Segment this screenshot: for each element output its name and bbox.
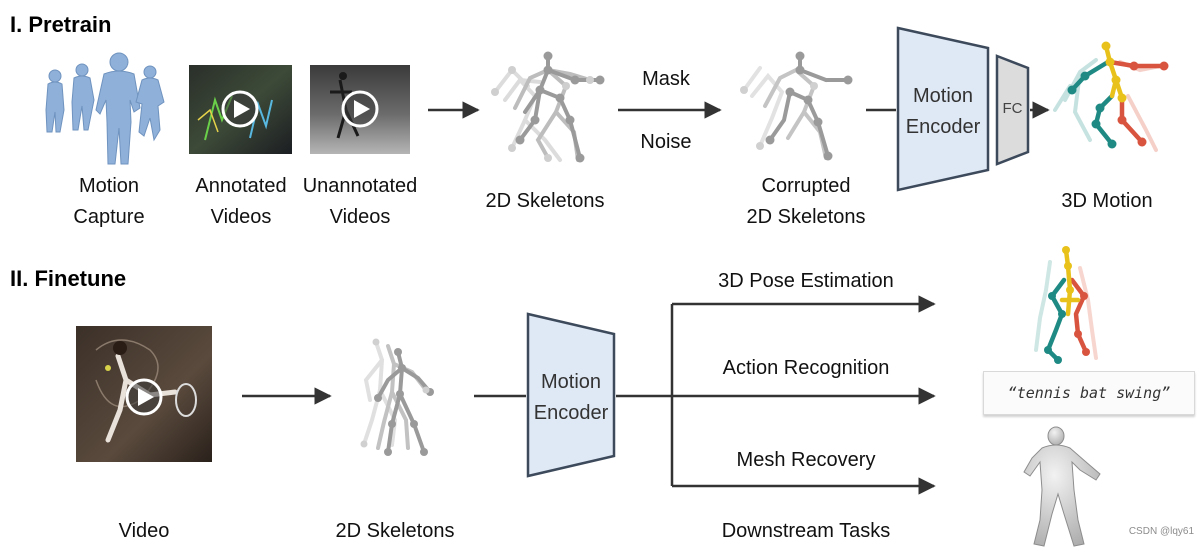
motion-encoder-pretrain [896,26,990,192]
downstream-tasks-label: Downstream Tasks [721,520,891,542]
finetune-title: II. Finetune [10,266,127,291]
noise-label: Noise [640,131,692,153]
unannotated-video-thumbnail[interactable] [310,65,410,154]
source-label-line2: Videos [329,206,391,228]
skeletons-label-pretrain: 2D Skeletons [485,190,605,212]
source-label-line1: Motion [78,175,140,197]
action-recognition-output: “tennis bat swing” [983,371,1195,415]
source-label-motion-capture: Motion Capture [54,171,164,233]
mocap-figures [45,52,165,165]
skeleton-3d-motion [1053,41,1169,152]
encoder-label-line2: Encoder [533,402,609,424]
corrupted-skeletons-label: Corrupted 2D Skeletons [728,171,884,233]
motion-encoder-finetune [526,312,616,478]
corrupted-label-line1: Corrupted [761,175,851,197]
task-label-3d-pose-estimation: 3D Pose Estimation [718,270,894,292]
play-icon[interactable] [221,90,259,128]
source-label-unannotated-videos: Unannotated Videos [298,171,422,233]
video-label: Video [118,520,170,542]
skeleton-2d-corrupted [740,51,853,161]
skeleton-3d-pose [1034,246,1098,364]
encoder-label-finetune: Motion Encoder [528,367,614,429]
task-label-mesh-recovery: Mesh Recovery [736,449,876,471]
fc-layer [995,54,1030,166]
encoder-label-line1: Motion [912,85,974,107]
human-mesh [1023,426,1101,547]
encoder-label-line1: Motion [540,371,602,393]
task-branches [616,295,936,495]
encoder-label-line2: Encoder [905,116,981,138]
encoder-label-pretrain: Motion Encoder [898,81,988,143]
skeleton-2d-pretrain [491,51,605,163]
pretrain-title: I. Pretrain [10,12,112,37]
source-label-line2: Videos [210,206,272,228]
source-label-annotated-videos: Annotated Videos [186,171,296,233]
source-label-line1: Unannotated [302,175,418,197]
mask-label: Mask [642,68,690,90]
output-label-3d-motion: 3D Motion [1061,190,1153,212]
play-icon[interactable] [341,90,379,128]
task-label-action-recognition: Action Recognition [722,357,890,379]
tennis-video-thumbnail[interactable] [76,326,212,462]
skeleton-2d-finetune [360,338,434,456]
skeletons-label-finetune: 2D Skeletons [335,520,455,542]
source-label-line2: Capture [73,206,145,228]
annotated-video-thumbnail[interactable] [189,65,292,154]
source-label-line1: Annotated [195,175,287,197]
play-icon[interactable] [125,378,163,416]
corrupted-label-line2: 2D Skeletons [746,206,866,228]
watermark: CSDN @lqy61 [1128,526,1194,537]
fc-label: FC [1002,100,1023,117]
